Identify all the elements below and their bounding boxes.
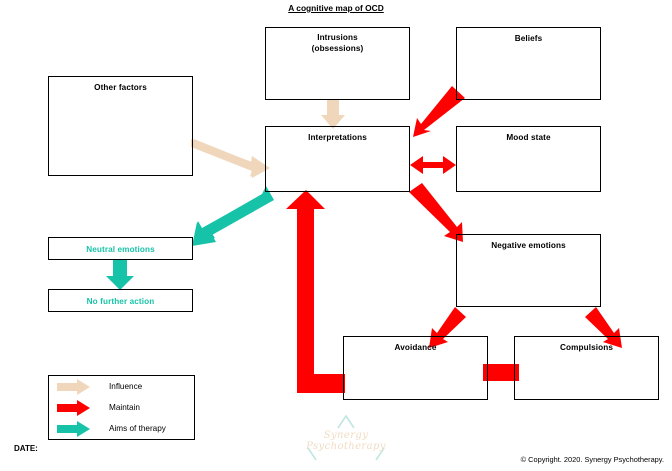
node-label: Compulsions — [560, 343, 613, 352]
node-label: Avoidance — [394, 343, 437, 352]
arrow-beliefs-to-interpretations — [413, 86, 465, 137]
copyright-notice: © Copyright. 2020. Synergy Psychotherapy… — [520, 455, 664, 464]
node-label: No further action — [86, 297, 155, 306]
legend-label: Influence — [109, 382, 143, 391]
date-label: DATE: — [14, 444, 38, 453]
legend-item-maintain: Maintain — [49, 397, 194, 418]
arrow-intrusions-to-interpretations — [321, 100, 345, 129]
node-label: Negative emotions — [491, 241, 566, 250]
node-label: Neutral emotions — [86, 245, 155, 254]
page-title: A cognitive map of OCD — [0, 3, 672, 13]
node-mood-state[interactable]: Mood state — [456, 126, 601, 192]
arrow-other-factors-to-interpretations — [191, 139, 270, 178]
node-intrusions[interactable]: Intrusions (obsessions) — [265, 27, 410, 100]
legend-label: Maintain — [109, 403, 140, 412]
node-label: Mood state — [506, 133, 551, 142]
node-neutral-emotions[interactable]: Neutral emotions — [48, 237, 193, 260]
node-compulsions[interactable]: Compulsions — [514, 336, 659, 400]
arrow-interpretations-mood-state-bidirectional — [410, 156, 456, 174]
node-beliefs[interactable]: Beliefs — [456, 27, 601, 100]
node-avoidance[interactable]: Avoidance — [343, 336, 488, 400]
arrow-negative-emotions-to-avoidance — [429, 307, 466, 348]
influence-arrow-icon — [57, 378, 91, 395]
node-no-further-action[interactable]: No further action — [48, 289, 193, 312]
arrow-avoidance-compulsions-link — [483, 364, 519, 381]
node-negative-emotions[interactable]: Negative emotions — [456, 234, 601, 307]
arrow-negative-emotions-to-compulsions — [585, 307, 622, 348]
node-label: Other factors — [94, 83, 147, 92]
node-label: Interpretations — [308, 133, 367, 142]
therapy-arrow-icon — [57, 420, 91, 437]
arrow-avoidance-to-interpretations-loop — [286, 190, 345, 393]
arrow-neutral-to-no-further-action — [106, 260, 134, 290]
node-label: Intrusions — [317, 33, 358, 42]
maintain-arrow-icon — [57, 399, 91, 416]
legend-item-therapy: Aims of therapy — [49, 418, 194, 439]
arrow-interpretations-to-negative-emotions — [409, 183, 463, 242]
legend-item-influence: Influence — [49, 376, 194, 397]
node-other-factors[interactable]: Other factors — [48, 76, 193, 176]
page-title-text: A cognitive map of OCD — [288, 3, 384, 13]
node-interpretations[interactable]: Interpretations — [265, 126, 410, 192]
legend: Influence Maintain Aims of therapy — [48, 375, 195, 440]
node-label: Beliefs — [514, 34, 543, 43]
legend-label: Aims of therapy — [109, 424, 166, 433]
arrow-interpretations-to-neutral-emotions — [192, 186, 274, 246]
node-label-secondary: (obsessions) — [311, 44, 364, 53]
